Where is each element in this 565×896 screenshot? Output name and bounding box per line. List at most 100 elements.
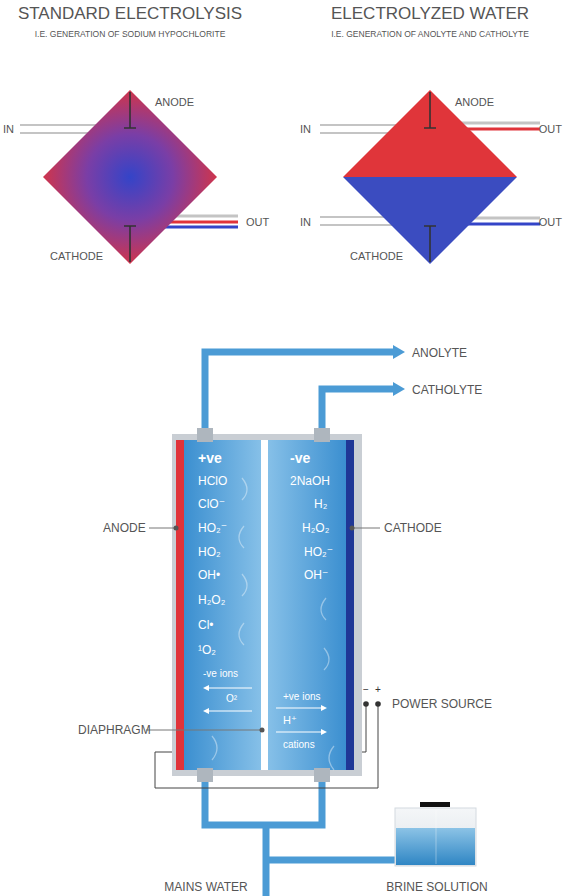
diagram-title: ELECTROLYZED WATER <box>331 5 529 22</box>
part-label: DIAPHRAGM <box>78 724 151 736</box>
chemical-species: H₂ <box>314 498 327 510</box>
ion-flow-arrow-head <box>321 729 327 735</box>
cell-housing <box>172 434 362 776</box>
source-label: BRINE SOLUTION <box>386 881 487 893</box>
negative-wire <box>362 706 366 752</box>
flow-label: IN <box>300 217 311 228</box>
electrode-symbol <box>124 92 136 262</box>
flow-swirl <box>242 478 247 500</box>
leader-line <box>149 528 176 529</box>
anode-chamber-fill <box>184 440 261 770</box>
electrode-label: ANODE <box>155 97 194 108</box>
ion-flow-arrow-head <box>203 685 327 735</box>
part-label: POWER SOURCE <box>392 698 492 710</box>
diagram-subtitle: I.E. GENERATION OF ANOLYTE AND CATHOLYTE <box>331 30 529 39</box>
flow-label: IN <box>3 124 14 135</box>
anolyte-pipe <box>205 352 394 440</box>
chemical-species: HO₂ <box>198 546 221 558</box>
ion-flow-arrow-head <box>203 708 209 714</box>
leader-line <box>146 528 380 730</box>
electrode-symbol <box>424 92 436 262</box>
cathode-chamber: -ve2NaOHH₂H₂O₂HO₂⁻OH⁻+ve ionsH⁺cations <box>268 440 346 770</box>
leader-dot <box>260 728 265 733</box>
brine-tank <box>395 808 476 866</box>
leader-line <box>352 528 380 529</box>
pipe-flange <box>197 768 213 782</box>
chemical-species: OH⁻ <box>304 569 328 581</box>
chemical-species: H₂O₂ <box>198 594 225 606</box>
catholyte-pipe <box>322 389 394 440</box>
arrow-head <box>393 345 405 359</box>
chemical-species: H₂O₂ <box>302 522 329 534</box>
part-label: ANODE <box>103 522 146 534</box>
brine-pipe <box>266 857 396 864</box>
chemical-species: Cl• <box>198 619 214 631</box>
chemical-species: +ve <box>198 451 222 465</box>
source-label: MAINS WATER <box>164 881 247 893</box>
chemical-species: HO₂⁻ <box>304 546 333 558</box>
ion-flow-arrow-head <box>321 705 327 711</box>
ion-flow-arrow <box>208 687 252 688</box>
flow-swirl <box>212 736 217 760</box>
output-label: ANOLYTE <box>412 347 467 359</box>
ion-flow-arrow-head <box>203 685 209 691</box>
chemical-species: 2NaOH <box>290 475 330 487</box>
ion-flow-arrow <box>276 731 322 732</box>
anolyte-half <box>343 90 517 177</box>
ion-flow-arrow <box>208 710 252 711</box>
flow-label: OUT <box>539 217 562 228</box>
chemical-species: ClO⁻ <box>198 498 225 510</box>
terminal <box>375 701 381 707</box>
chemical-species: O² <box>226 694 237 704</box>
pipe-flange <box>197 428 330 782</box>
cathode-plate <box>346 440 354 770</box>
chemical-species: cations <box>283 740 315 750</box>
leader-dot <box>174 526 355 733</box>
diaphragm <box>261 440 268 770</box>
arrow-head <box>393 382 405 396</box>
electrode-label: CATHODE <box>50 251 103 262</box>
flow-label: OUT <box>539 124 562 135</box>
electrode-label: CATHODE <box>350 251 403 262</box>
part-label: CATHODE <box>384 522 442 534</box>
pipe-flange <box>314 768 330 782</box>
catholyte-half <box>343 177 517 264</box>
leader-dot <box>350 526 355 531</box>
chemical-species: +ve ions <box>283 692 321 702</box>
out-pipe-line <box>455 122 540 125</box>
ion-flow-arrow <box>276 707 322 708</box>
cathode-electrode <box>124 226 136 262</box>
flow-swirl <box>242 574 247 596</box>
anode-electrode <box>124 92 136 128</box>
tank-lid <box>420 802 450 807</box>
flow-label: OUT <box>246 217 269 228</box>
anode-chamber: +veHClOClO⁻HO₂⁻HO₂OH•H₂O₂Cl•¹O₂-ve ionsO… <box>184 440 261 770</box>
polarity-sign: + <box>375 685 381 695</box>
leader-line <box>146 730 262 731</box>
anode-plate <box>176 440 184 770</box>
flow-swirl <box>212 478 334 770</box>
cathode-electrode <box>424 226 436 262</box>
diagram-title: STANDARD ELECTROLYSIS <box>18 5 242 22</box>
electrode-label: ANODE <box>455 97 494 108</box>
cathode-chamber-fill <box>268 440 346 770</box>
anode-electrode <box>424 92 436 128</box>
leader-dot <box>174 526 179 531</box>
output-label: CATHOLYTE <box>412 384 482 396</box>
positive-wire <box>155 706 378 788</box>
flow-swirl <box>239 526 244 548</box>
inlet-pipe <box>205 770 322 825</box>
chemical-species: -ve ions <box>203 669 238 679</box>
diagram-subtitle: I.E. GENERATION OF SODIUM HYPOCHLORITE <box>35 30 226 39</box>
pipe-flange <box>197 428 213 442</box>
flow-label: IN <box>300 124 311 135</box>
polarity-sign: − <box>363 685 369 695</box>
chemical-species: H⁺ <box>283 715 297 726</box>
chemical-species: HClO <box>198 475 227 487</box>
tank-highlight <box>436 810 437 864</box>
terminal <box>363 701 369 707</box>
power-wire <box>155 706 378 788</box>
